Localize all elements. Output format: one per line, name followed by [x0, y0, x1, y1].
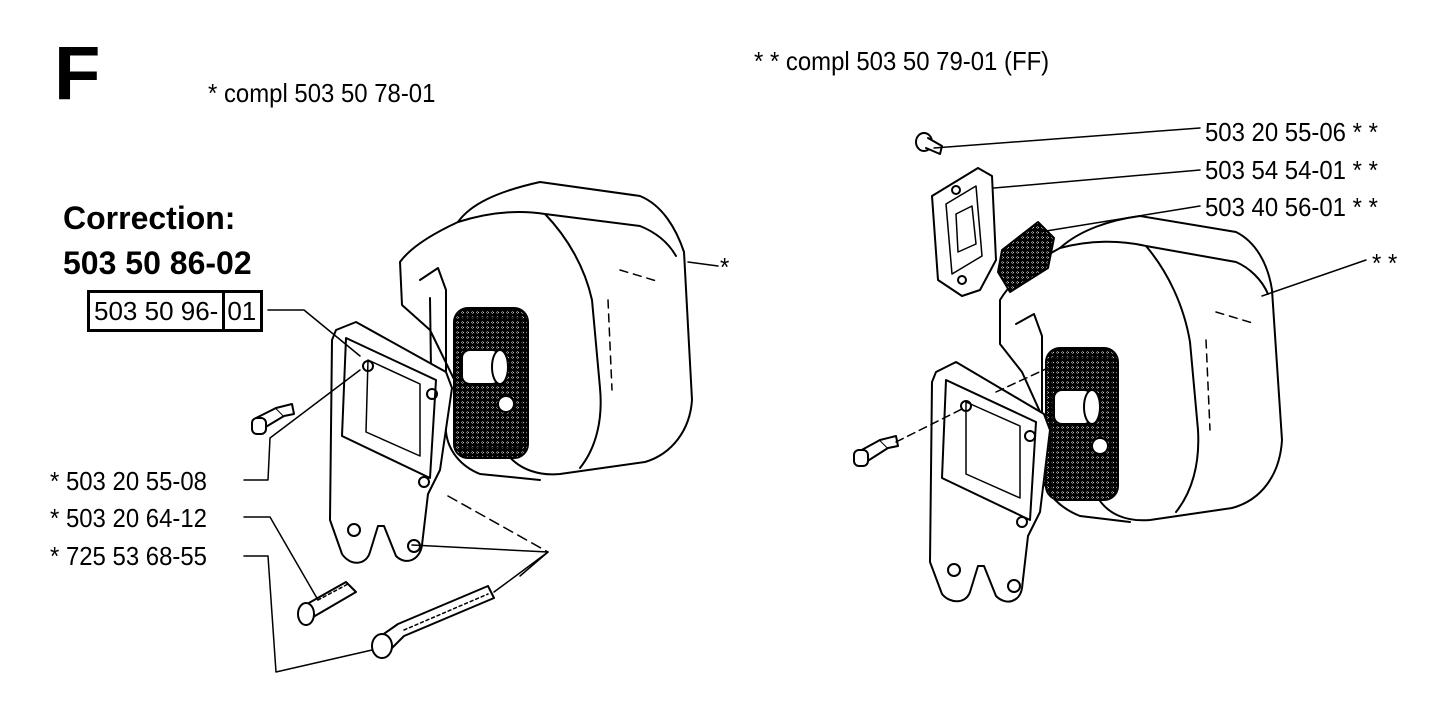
spark-screen-right [997, 221, 1055, 293]
leader-lines-left [243, 261, 719, 673]
part-label-right-2: 503 54 54-01 * * [1205, 155, 1378, 185]
part-label-left-3: * 725 53 68-55 [50, 541, 207, 571]
section-letter: F [54, 31, 101, 116]
corrected-part-number-suffix: 01 [222, 293, 260, 329]
bolt-threaded-left [371, 585, 495, 659]
kit-note-left: * compl 503 50 78-01 [208, 78, 436, 108]
screw-top-right [915, 132, 943, 155]
part-label-right-3: 503 40 56-01 * * [1205, 192, 1378, 222]
muffler-left-mark: * [720, 252, 730, 282]
mounting-flange-right [929, 361, 1051, 603]
leader-lines-right [895, 127, 1367, 443]
correction-heading: Correction: [63, 200, 236, 236]
corrected-part-number-stem: 503 50 96- [94, 296, 219, 326]
corrected-part-number-box: 503 50 96- 01 [87, 290, 264, 332]
correction-number: 503 50 86-02 [63, 245, 252, 281]
part-label-left-1: * 503 20 55-08 [50, 466, 207, 496]
gasket-screw-left [251, 403, 295, 435]
kit-note-right: * * compl 503 50 79-01 (FF) [754, 46, 1050, 76]
cover-plate-right [931, 167, 997, 297]
part-label-right-1: 503 20 55-06 * * [1205, 117, 1378, 147]
mounting-flange-left [329, 321, 453, 564]
muffler-right-mark: * * [1372, 248, 1398, 278]
muffler-body-left [399, 181, 693, 481]
gasket-screw-right [853, 435, 899, 467]
bolt-long-left [297, 581, 357, 626]
part-label-left-2: * 503 20 64-12 [50, 503, 207, 533]
